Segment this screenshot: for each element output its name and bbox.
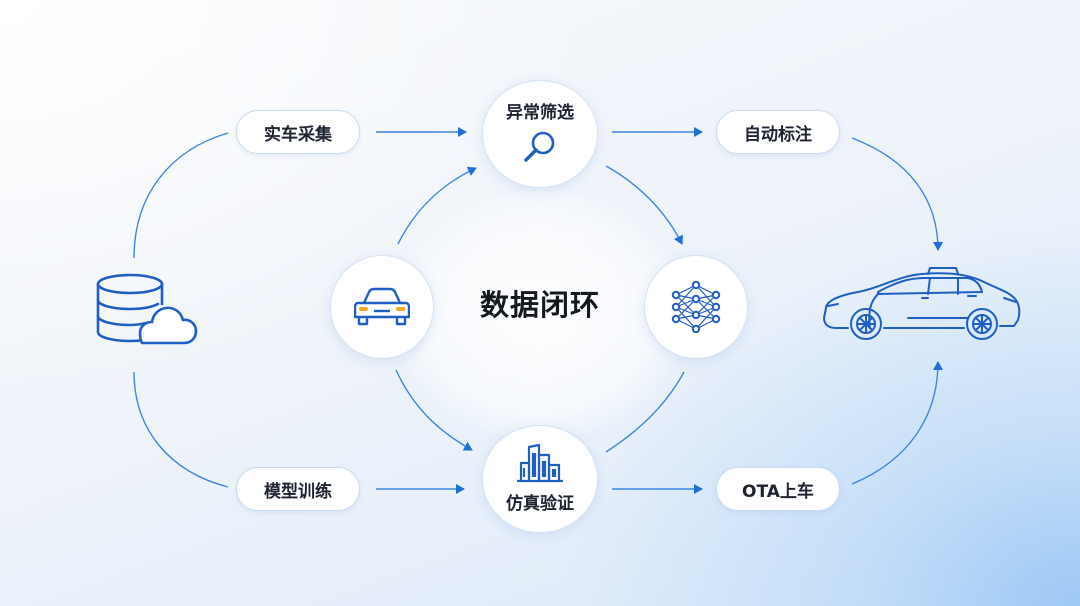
node-simulation[interactable]: 仿真验证 — [482, 425, 598, 533]
city-buildings-icon — [517, 443, 563, 482]
node-training-label: 模型训练 — [264, 481, 332, 502]
arc-car-to-anomaly — [397, 166, 477, 245]
arc-labeling-to-car — [851, 137, 943, 251]
center-glow — [395, 190, 685, 440]
node-simulation-label: 仿真验证 — [506, 493, 574, 514]
arc-ota-to-car — [851, 361, 943, 485]
node-ota-label: OTA上车 — [742, 481, 814, 502]
node-vehicle[interactable] — [330, 255, 434, 359]
car-side-icon — [823, 267, 1021, 340]
node-training[interactable]: 模型训练 — [236, 467, 360, 511]
database-cloud-icon — [96, 273, 198, 345]
arc-db-to-collect — [133, 132, 229, 259]
neural-network-icon — [671, 281, 721, 333]
node-anomaly-label: 异常筛选 — [506, 102, 574, 123]
center-title: 数据闭环 — [479, 288, 600, 322]
arc-anomaly-to-network — [605, 165, 683, 245]
node-labeling-label: 自动标注 — [744, 124, 812, 145]
node-collect-label: 实车采集 — [264, 124, 332, 145]
node-labeling[interactable]: 自动标注 — [716, 110, 840, 154]
node-model[interactable] — [644, 255, 748, 359]
arc-car-to-simulation — [395, 369, 473, 451]
car-front-icon — [354, 287, 410, 326]
arc-network-to-simulation — [605, 371, 685, 453]
node-ota[interactable]: OTA上车 — [716, 467, 840, 511]
node-anomaly[interactable]: 异常筛选 — [482, 80, 598, 188]
node-collect[interactable]: 实车采集 — [236, 110, 360, 154]
arc-db-to-training — [133, 371, 229, 488]
magnifier-icon — [524, 131, 555, 162]
